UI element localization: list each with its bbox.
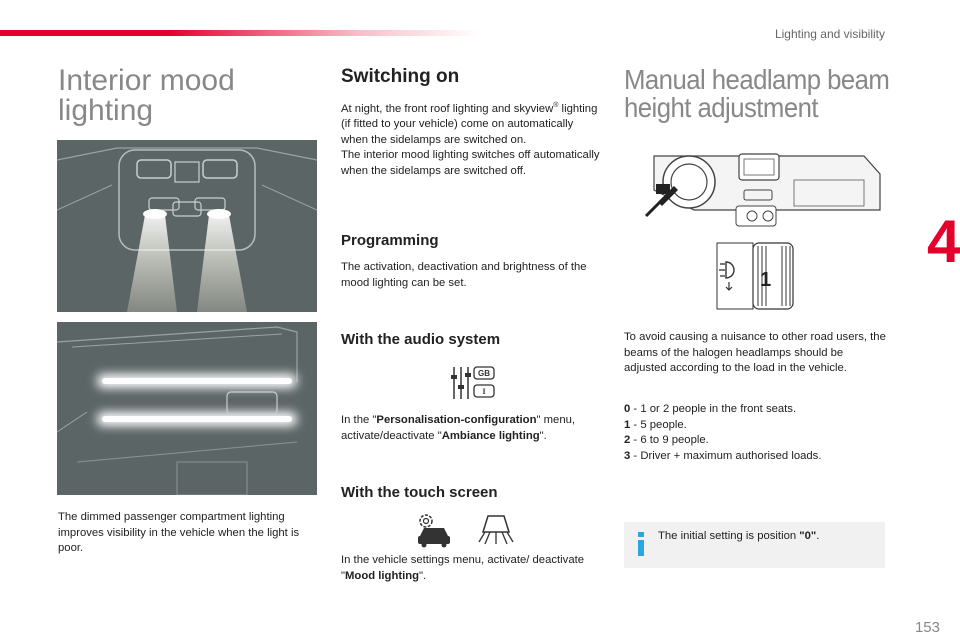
position-text: - 6 to 9 people.	[630, 434, 709, 446]
audio-menu-name: Personalisation-configuration	[376, 414, 537, 426]
audio-icon-label-i: I	[482, 387, 485, 396]
heading-audio-system: With the audio system	[341, 331, 501, 348]
info-note-text: The initial setting is position "0".	[658, 530, 819, 542]
list-item: 3 - Driver + maximum authorised loads.	[624, 449, 886, 465]
touch-text-post: ".	[419, 569, 427, 582]
audio-text-mid: " menu, activate/deactivate "	[341, 414, 576, 442]
headlamp-intro-text: To avoid causing a nuisance to other roa…	[624, 331, 886, 374]
info-note-box: The initial setting is position "0".	[624, 522, 885, 568]
position-text: - 1 or 2 people in the front seats.	[630, 403, 797, 415]
skyview-lighting-illustration	[57, 322, 317, 495]
audio-icon-label-gb: GB	[478, 369, 490, 378]
mood-lighting-caption: The dimmed passenger compartment lightin…	[58, 511, 300, 554]
note-text-post: .	[816, 530, 820, 542]
chapter-number: 4	[927, 208, 960, 275]
programming-text: The activation, deactivation and brightn…	[341, 261, 587, 289]
heading-programming: Programming	[341, 232, 439, 249]
page-number: 153	[914, 619, 940, 636]
touch-text-pre: In the vehicle settings menu, activate/ …	[341, 554, 585, 582]
registered-mark: ®	[553, 102, 559, 109]
list-item: 0 - 1 or 2 people in the front seats.	[624, 402, 886, 418]
dial-position-label: 1	[760, 269, 771, 291]
dashboard-illustration	[644, 153, 881, 227]
roof-lighting-illustration	[57, 140, 317, 312]
info-icon	[638, 532, 644, 556]
title-line-1: Interior mood	[58, 64, 235, 97]
position-key: 2	[624, 434, 631, 446]
headlamp-title-line-2: height adjustment	[624, 92, 819, 123]
title-line-2: lighting	[58, 94, 154, 127]
headlamp-title-line-1: Manual headlamp beam	[624, 64, 890, 95]
switching-text-c: The interior mood lighting switches off …	[341, 149, 600, 177]
position-key: 0	[624, 403, 631, 415]
mood-lighting-lamp-icon	[478, 515, 514, 545]
header-accent-bar	[0, 30, 480, 36]
headlamp-positions-list: 0 - 1 or 2 people in the front seats. 1 …	[624, 402, 886, 464]
switching-on-text: At night, the front roof lighting and sk…	[341, 98, 603, 179]
vehicle-settings-icon	[418, 514, 450, 548]
roof-lighting-drawing	[57, 147, 317, 312]
note-value: "0"	[799, 530, 817, 542]
switching-text-b: lighting (if fitted to your vehicle) com…	[341, 102, 598, 146]
list-item: 1 - 5 people.	[624, 418, 886, 434]
audio-settings-icon: GB I	[451, 366, 495, 399]
audio-text-pre: In the "	[341, 414, 377, 426]
heading-switching-on: Switching on	[341, 66, 460, 87]
touch-option-name: Mood lighting	[345, 569, 420, 582]
note-text-pre: The initial setting is position	[658, 530, 800, 542]
headlamp-height-dial-icon: 1	[716, 242, 794, 310]
skyview-lighting-drawing	[57, 326, 298, 495]
position-key: 3	[624, 449, 631, 462]
switching-text-a: At night, the front roof lighting and sk…	[341, 102, 554, 115]
list-item: 2 - 6 to 9 people.	[624, 433, 886, 449]
audio-system-text: In the "Personalisation-configuration" m…	[341, 413, 603, 444]
heading-touch-screen: With the touch screen	[341, 484, 498, 501]
position-text: - Driver + maximum authorised loads.	[630, 449, 822, 462]
touch-screen-text: In the vehicle settings menu, activate/ …	[341, 553, 603, 584]
position-key: 1	[624, 418, 631, 431]
audio-text-post: ".	[539, 429, 547, 442]
audio-option-name: Ambiance lighting	[441, 429, 540, 442]
title-headlamp-beam-adjustment: Manual headlamp beam height adjustment	[624, 66, 900, 122]
title-interior-mood-lighting: Interior mood lighting	[58, 66, 308, 126]
position-text: - 5 people.	[630, 418, 687, 431]
section-label: Lighting and visibility	[774, 27, 885, 41]
